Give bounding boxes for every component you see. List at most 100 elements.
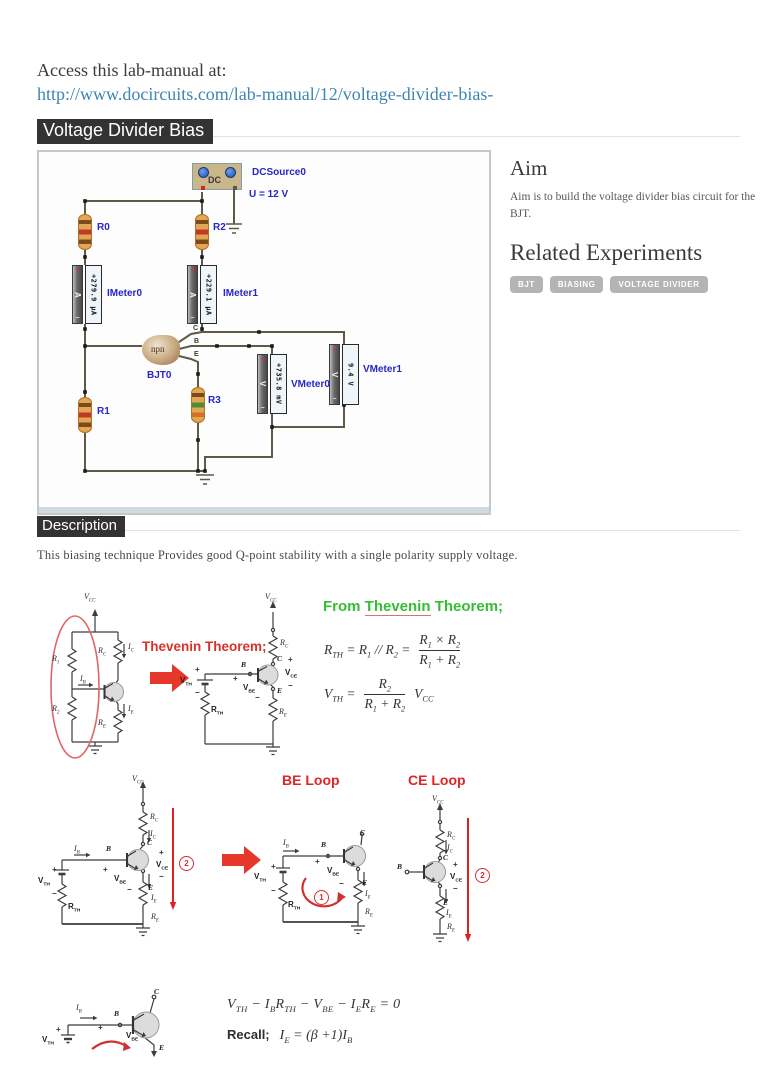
meter-display: 9.4 V bbox=[342, 344, 359, 405]
vth-label: VTH bbox=[42, 1035, 54, 1047]
vbe-label: VBE bbox=[243, 683, 256, 695]
description-text: This biasing technique Provides good Q-p… bbox=[37, 548, 518, 562]
meter-display: +735.8 mV bbox=[270, 354, 287, 414]
diagram-label: C bbox=[154, 987, 160, 996]
bjt-transistor[interactable]: npn bbox=[142, 335, 180, 365]
diagram-label: − bbox=[453, 884, 458, 893]
rth-label: RTH bbox=[288, 900, 301, 912]
vbe-label: VBE bbox=[114, 874, 127, 886]
vce-label: VCE bbox=[156, 860, 169, 872]
ammeter-imeter1[interactable]: +A− +229.1 µA bbox=[187, 265, 217, 324]
related-tags: BJT BIASING VOLTAGE DIVIDER bbox=[510, 276, 758, 294]
base-letter: B bbox=[241, 660, 247, 669]
thevenin-theorem-caption: Thevenin Theorem; bbox=[142, 639, 267, 654]
ie-label: IE bbox=[128, 704, 134, 716]
experiment-tag[interactable]: BIASING bbox=[549, 276, 604, 294]
diagram-label: + bbox=[288, 655, 293, 664]
diagram-label: B bbox=[397, 862, 403, 871]
re-label: RE bbox=[98, 718, 106, 730]
diagram-label: + bbox=[271, 862, 276, 871]
vbe-label: VBE bbox=[126, 1031, 139, 1043]
r2-label: R2 bbox=[52, 704, 60, 716]
diagram-label: E bbox=[362, 878, 368, 887]
ce-loop-heading: CE Loop bbox=[408, 772, 466, 788]
resistor-r1[interactable] bbox=[78, 397, 92, 433]
dc-negative-pin bbox=[233, 186, 237, 190]
experiment-tag[interactable]: VOLTAGE DIVIDER bbox=[610, 276, 708, 294]
ib-label: IB bbox=[76, 1003, 82, 1015]
dc-source[interactable]: DC bbox=[192, 163, 242, 190]
diagram-label: − bbox=[271, 886, 276, 895]
experiment-tag[interactable]: BJT bbox=[510, 276, 543, 294]
lab-manual-link[interactable]: http://www.docircuits.com/lab-manual/12/… bbox=[37, 84, 494, 104]
diagram-label: C bbox=[147, 838, 153, 847]
ib-label: IB bbox=[283, 838, 289, 850]
dc-positive-pin bbox=[201, 186, 205, 190]
diagram-label: + bbox=[103, 865, 108, 874]
be-loop-heading: BE Loop bbox=[282, 772, 340, 788]
imeter0-reading: +279.9 µA bbox=[89, 273, 98, 316]
ie-label: IE bbox=[151, 893, 157, 905]
vmeter0-label: VMeter0 bbox=[291, 379, 330, 390]
ic-label: IC bbox=[447, 843, 453, 855]
access-line: Access this lab-manual at: bbox=[37, 60, 227, 80]
vmeter1-label: VMeter1 bbox=[363, 364, 402, 375]
diagram-label: C bbox=[443, 853, 449, 862]
re-label: RE bbox=[151, 912, 159, 924]
voltmeter-vmeter0[interactable]: +V− +735.8 mV bbox=[257, 354, 287, 414]
voltmeter-vmeter1[interactable]: +V− 9.4 V bbox=[329, 344, 359, 405]
r2-label: R2 bbox=[213, 222, 226, 233]
diagram-label: E bbox=[159, 1043, 165, 1052]
ic-label: IC bbox=[150, 829, 156, 841]
diagram-label: − bbox=[127, 885, 132, 894]
imeter0-label: IMeter0 bbox=[107, 288, 143, 299]
rc-label: RC bbox=[447, 830, 456, 842]
base-terminal-letter: B bbox=[194, 338, 200, 345]
re-label: RE bbox=[279, 707, 287, 719]
title-row: Voltage Divider Bias bbox=[37, 119, 740, 145]
collector-terminal-letter: C bbox=[193, 325, 199, 332]
emitter-letter: E bbox=[277, 686, 283, 695]
description-heading: Description bbox=[37, 516, 126, 537]
bjt-type-label: npn bbox=[151, 344, 165, 354]
r1-label: R1 bbox=[97, 406, 110, 417]
re-label: RE bbox=[447, 922, 455, 934]
diagram-label: + bbox=[315, 857, 320, 866]
diagram-label: + bbox=[195, 665, 200, 674]
vbe-label: VBE bbox=[327, 866, 340, 878]
recall-label: Recall; bbox=[227, 1027, 270, 1042]
meter-bar: +A− bbox=[187, 265, 198, 324]
rth-label: RTH bbox=[211, 705, 224, 717]
diagram-label: + bbox=[56, 1025, 61, 1034]
r1-label: R1 bbox=[52, 654, 60, 666]
dc-source-label: DCSource0 bbox=[252, 167, 306, 178]
dc-terminal-minus bbox=[225, 167, 236, 178]
collector-letter: C bbox=[277, 654, 283, 663]
ie-label: IE bbox=[446, 908, 452, 920]
vth-label: VTH bbox=[180, 676, 192, 688]
resistor-r0[interactable] bbox=[78, 214, 92, 250]
step-2-badge: 2 bbox=[179, 856, 194, 871]
rc-label: RC bbox=[150, 812, 159, 824]
vth-label: VTH bbox=[254, 872, 266, 884]
diagram-label: − bbox=[288, 681, 293, 690]
meter-bar: +V− bbox=[257, 354, 268, 414]
rc-label: RC bbox=[98, 646, 107, 658]
imeter1-label: IMeter1 bbox=[223, 288, 259, 299]
aside-panel: Aim Aim is to build the voltage divider … bbox=[510, 156, 758, 294]
resistor-r3[interactable] bbox=[191, 387, 205, 423]
bjt0-label: BJT0 bbox=[147, 370, 172, 381]
emitter-terminal-letter: E bbox=[194, 351, 199, 358]
aim-text: Aim is to build the voltage divider bias… bbox=[510, 191, 756, 220]
step-2-badge: 2 bbox=[475, 868, 490, 883]
vth-label: VTH bbox=[38, 876, 50, 888]
diagram-label: − bbox=[195, 688, 200, 697]
r0-label: R0 bbox=[97, 222, 110, 233]
ammeter-imeter0[interactable]: +A− +279.9 µA bbox=[72, 265, 102, 324]
resistor-r2[interactable] bbox=[195, 214, 209, 250]
step-1-badge: 1 bbox=[314, 890, 329, 905]
